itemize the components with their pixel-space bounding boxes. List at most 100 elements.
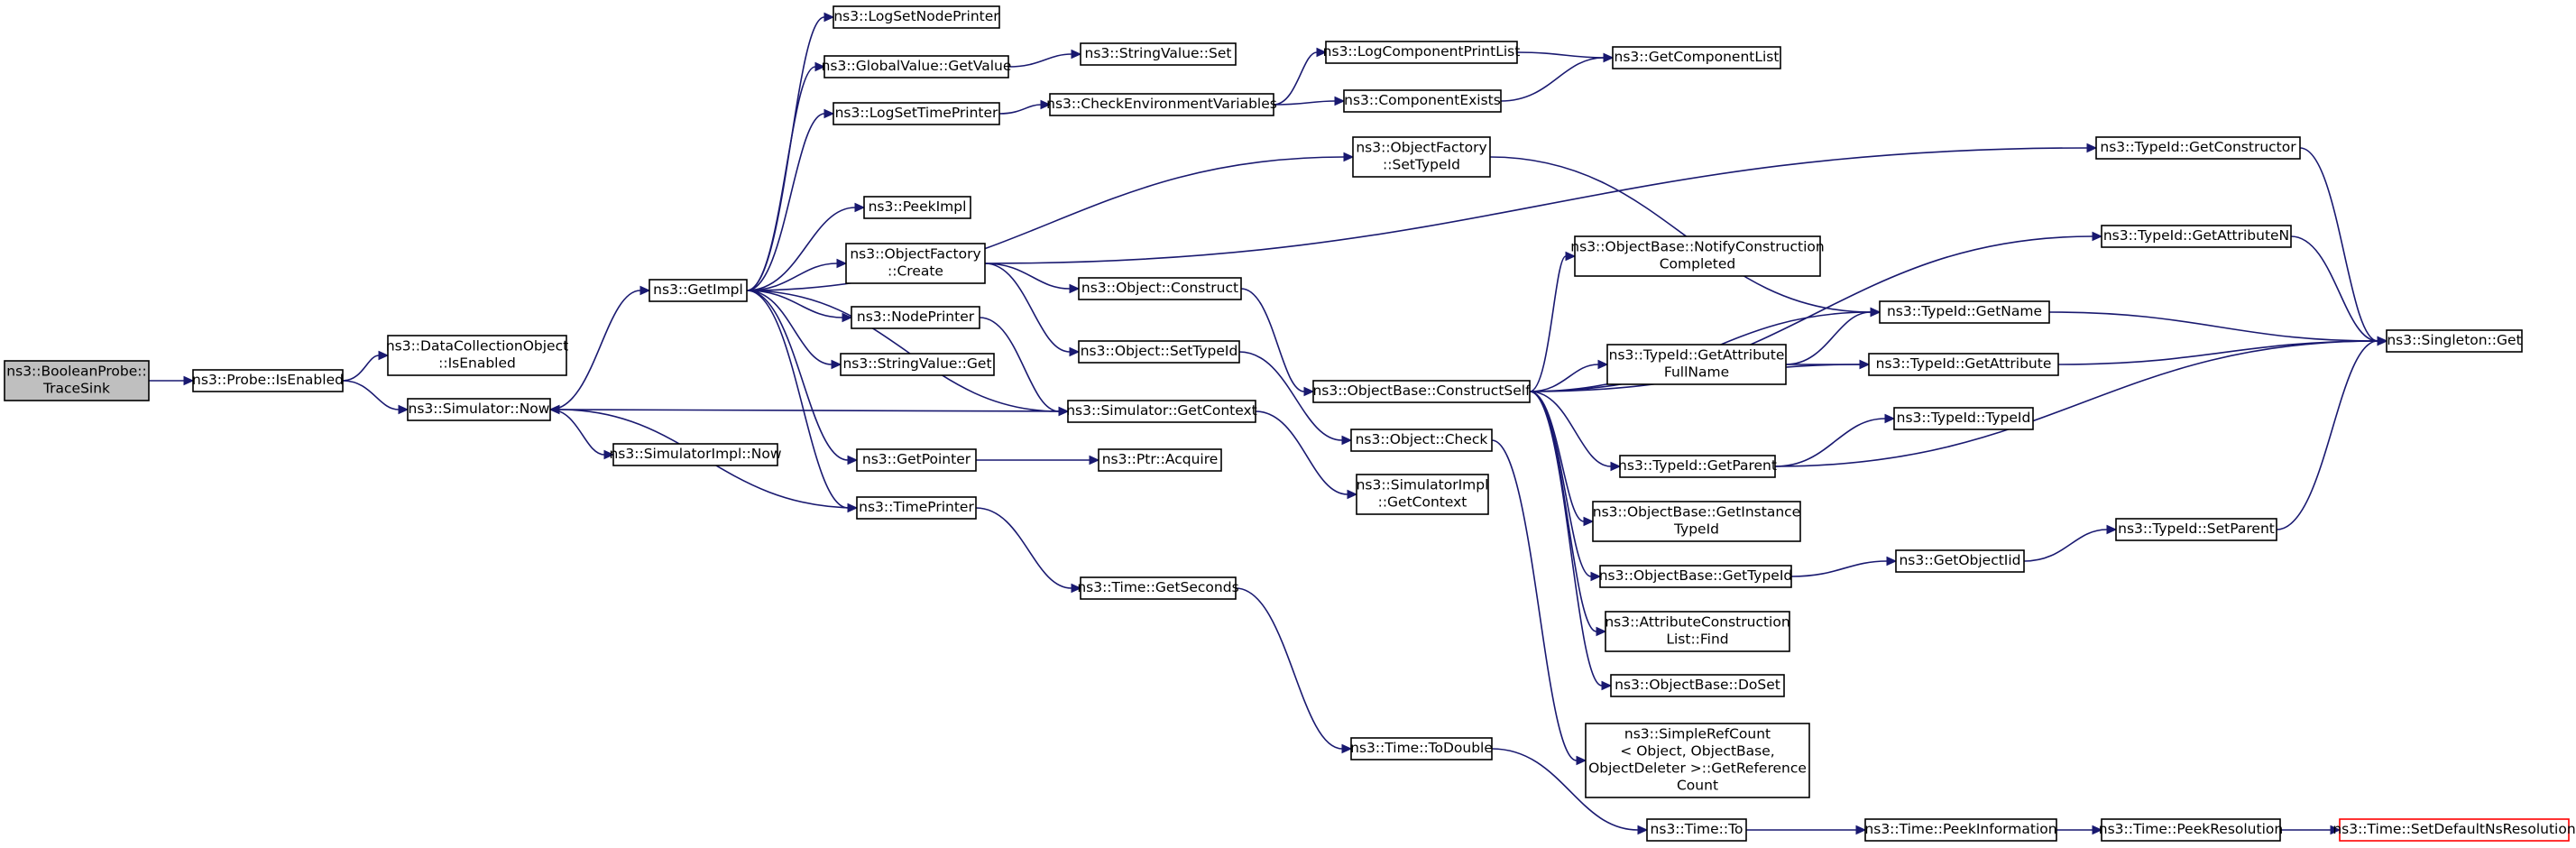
arrowhead-icon: [1565, 251, 1577, 262]
call-edge-probe-to-dco: [342, 350, 390, 382]
node-timeto[interactable]: ns3::Time::To: [1646, 818, 1747, 842]
arrowhead-icon: [1590, 571, 1602, 582]
node-label-line: ns3::StringValue::Get: [842, 355, 991, 372]
node-box: [845, 243, 986, 284]
call-edge-ofcreate-to-tidgetctor: [984, 143, 2098, 264]
arrowhead-icon: [1855, 825, 1867, 835]
arrowhead-icon: [847, 455, 859, 465]
arrowhead-icon: [1071, 49, 1082, 60]
node-svset[interactable]: ns3::StringValue::Set: [1080, 42, 1237, 66]
node-dco[interactable]: ns3::DataCollectionObject::IsEnabled: [386, 335, 568, 376]
arrowhead-icon: [1303, 386, 1315, 397]
node-timepeekinfo[interactable]: ns3::Time::PeekInformation: [1864, 818, 2057, 842]
edge-line: [1516, 51, 1605, 59]
arrowhead-icon: [1089, 455, 1100, 465]
node-simimplgetctx[interactable]: ns3::SimulatorImpl::GetContext: [1356, 474, 1489, 515]
node-box: [1325, 41, 1518, 64]
node-label-line: ns3::GetObjectIid: [1899, 552, 2020, 568]
node-label-line: ObjectDeleter >::GetReference: [1588, 760, 1807, 777]
edge-line: [1240, 288, 1305, 392]
node-simgetctx[interactable]: ns3::Simulator::GetContext: [1066, 400, 1257, 423]
node-timesetdefault[interactable]: ns3::Time::SetDefaultNsResolution: [2332, 818, 2576, 842]
node-svget[interactable]: ns3::StringValue::Get: [840, 353, 995, 376]
edge-line: [1238, 351, 1343, 441]
node-tidsetparent[interactable]: ns3::TypeId::SetParent: [2115, 518, 2277, 541]
node-peekimpl[interactable]: ns3::PeekImpl: [863, 196, 971, 219]
node-obconstructself[interactable]: ns3::ObjectBase::ConstructSelf: [1312, 380, 1531, 403]
node-timeprinter[interactable]: ns3::TimePrinter: [856, 496, 977, 520]
node-box: [2101, 225, 2292, 248]
edge-line: [1529, 391, 1592, 577]
node-logsettime[interactable]: ns3::LogSetTimePrinter: [833, 102, 1000, 125]
call-edge-logcompprint-to-getcomplist: [1516, 51, 1615, 63]
node-label-line: ns3::TypeId::GetAttribute: [1609, 347, 1785, 364]
call-edge-tidgetattrn-to-singletonget: [2290, 235, 2388, 346]
node-label-line: ns3::ObjectBase::DoSet: [1615, 677, 1780, 693]
arrowhead-icon: [854, 202, 866, 213]
node-tidgetname[interactable]: ns3::TypeId::GetName: [1879, 300, 2050, 324]
edge-line: [549, 290, 641, 410]
call-edge-simgetctx-to-simimplgetctx: [1255, 410, 1358, 500]
node-logsetnode[interactable]: ns3::LogSetNodePrinter: [833, 5, 1000, 29]
call-edge-simgetctx-to-simnow: [548, 404, 1069, 415]
node-tidgetctor[interactable]: ns3::TypeId::GetConstructor: [2095, 136, 2301, 160]
node-obnotify[interactable]: ns3::ObjectBase::NotifyConstructionCompl…: [1570, 235, 1825, 277]
call-edge-boolprobe-to-probe: [148, 375, 195, 386]
node-probe[interactable]: ns3::Probe::IsEnabled: [192, 369, 344, 392]
arrowhead-icon: [1859, 359, 1871, 370]
node-getcomplist[interactable]: ns3::GetComponentList: [1612, 46, 1781, 69]
edge-line: [1785, 311, 1872, 365]
node-simnow[interactable]: ns3::Simulator::Now: [407, 398, 551, 421]
call-edge-tidgetparent-to-tidtid: [1774, 413, 1896, 467]
node-box: [856, 496, 977, 520]
node-objcheck[interactable]: ns3::Object::Check: [1350, 429, 1493, 452]
node-label-line: ns3::Object::SetTypeId: [1081, 343, 1238, 359]
node-box: [1080, 576, 1237, 600]
node-tidgetattrn[interactable]: ns3::TypeId::GetAttributeN: [2101, 225, 2292, 248]
node-timepeekres[interactable]: ns3::Time::PeekResolution: [2099, 818, 2283, 842]
node-label-line: ns3::GetComponentList: [1615, 49, 1780, 65]
edge-line: [2290, 235, 2378, 342]
node-checkenv[interactable]: ns3::CheckEnvironmentVariables: [1046, 93, 1277, 116]
node-box: [833, 102, 1000, 125]
node-box: [1067, 400, 1256, 423]
call-edge-ofcreate-to-objconstruct: [984, 263, 1081, 294]
node-getpointer[interactable]: ns3::GetPointer: [856, 448, 977, 472]
node-timetodouble[interactable]: ns3::Time::ToDouble: [1350, 737, 1493, 760]
node-obdoset[interactable]: ns3::ObjectBase::DoSet: [1610, 674, 1785, 697]
node-label-line: ns3::ObjectBase::GetTypeId: [1599, 567, 1793, 584]
node-getobjectiid[interactable]: ns3::GetObjectIid: [1895, 549, 2025, 573]
node-srcget[interactable]: ns3::SimpleRefCount< Object, ObjectBase,…: [1585, 723, 1810, 798]
arrowhead-icon: [1341, 743, 1353, 754]
call-edge-simnow-to-getimpl: [549, 285, 651, 410]
node-timegetsec[interactable]: ns3::Time::GetSeconds: [1077, 576, 1239, 600]
edge-line: [746, 16, 825, 291]
node-ofcreate[interactable]: ns3::ObjectFactory::Create: [845, 243, 986, 284]
node-box: [1605, 611, 1790, 652]
node-objconstruct[interactable]: ns3::Object::Construct: [1078, 277, 1242, 300]
node-singletonget[interactable]: ns3::Singleton::Get: [2386, 329, 2523, 353]
node-simimplnow[interactable]: ns3::SimulatorImpl::Now: [609, 443, 782, 466]
node-label-line: ::IsEnabled: [438, 355, 516, 372]
node-tidtid[interactable]: ns3::TypeId::TypeId: [1893, 407, 2034, 430]
call-edge-getimpl-to-ofcreate: [746, 258, 848, 291]
node-gvget[interactable]: ns3::GlobalValue::GetValue: [822, 55, 1012, 78]
node-ofsettid[interactable]: ns3::ObjectFactory::SetTypeId: [1352, 136, 1491, 178]
node-label-line: ns3::TypeId::TypeId: [1897, 410, 2031, 426]
node-compexists[interactable]: ns3::ComponentExists: [1343, 89, 1502, 113]
node-logcompprint[interactable]: ns3::LogComponentPrintList: [1323, 41, 1521, 64]
node-obgettid[interactable]: ns3::ObjectBase::GetTypeId: [1599, 565, 1793, 588]
node-tidgetattr[interactable]: ns3::TypeId::GetAttribute: [1868, 353, 2059, 376]
edge-line: [984, 263, 1071, 353]
node-getimpl[interactable]: ns3::GetImpl: [649, 279, 748, 302]
node-objsettid[interactable]: ns3::Object::SetTypeId: [1078, 340, 1240, 364]
call-edge-checkenv-to-compexists: [1273, 96, 1346, 106]
call-edge-probe-to-simnow: [342, 380, 409, 415]
node-tidgetparent[interactable]: ns3::TypeId::GetParent: [1618, 455, 1777, 478]
edge-line: [1235, 587, 1343, 750]
node-nodeprinter[interactable]: ns3::NodePrinter: [851, 306, 980, 329]
node-ptracquire[interactable]: ns3::Ptr::Acquire: [1098, 448, 1222, 472]
